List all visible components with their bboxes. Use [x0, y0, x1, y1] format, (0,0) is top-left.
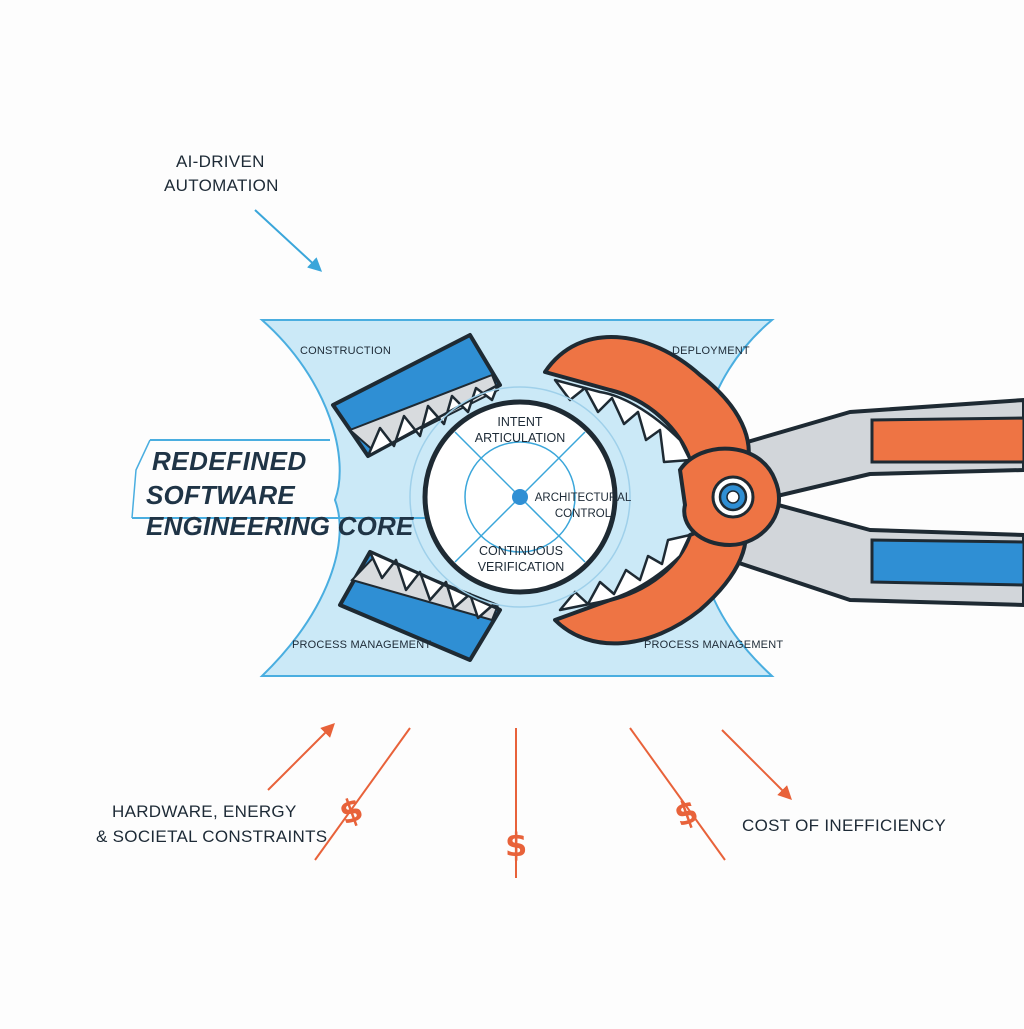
- process-management-left-label: PROCESS MANAGEMENT: [292, 639, 432, 651]
- motion-ring: [409, 386, 631, 608]
- core-title-line1: REDEFINED: [152, 446, 307, 476]
- constraint-arrows: [267, 723, 792, 878]
- pliers-pivot: [677, 446, 781, 548]
- intent-articulation-label: INTENT ARTICULATION: [470, 414, 570, 446]
- construction-label: CONSTRUCTION: [300, 345, 392, 357]
- title-callout-bracket: [131, 439, 151, 519]
- core-disc: [422, 399, 618, 595]
- verif-line1: CONTINUOUS: [478, 544, 564, 558]
- title-callout-line: [132, 439, 440, 519]
- ai-automation-label-line2: AUTOMATION: [164, 176, 279, 195]
- architectural-control-label: ARCHITECTURAL CONTROL: [533, 490, 633, 522]
- process-management-right-label: PROCESS MANAGEMENT: [644, 639, 784, 651]
- dollar-sign-center: $: [505, 826, 528, 864]
- arch-line1: ARCHITECTURAL: [534, 492, 632, 504]
- verif-line2: VERIFICATION: [477, 560, 565, 574]
- constraints-label-line1: HARDWARE, ENERGY: [112, 802, 297, 821]
- arch-line2: CONTROL: [554, 508, 612, 520]
- ai-automation-arrow: [254, 209, 323, 272]
- intent-line2: ARTICULATION: [474, 431, 566, 445]
- core-title: REDEFINED SOFTWARE ENGINEERING CORE: [132, 440, 462, 541]
- cost-of-inefficiency-label: COST OF INEFFICIENCY: [742, 816, 947, 835]
- pliers-handle: [718, 398, 1024, 607]
- constraints-label-line2: & SOCIETAL CONSTRAINTS: [96, 827, 328, 846]
- continuous-verification-label: CONTINUOUS VERIFICATION: [466, 543, 576, 575]
- orange-jaw-bottom: [553, 513, 748, 646]
- ai-automation-label-line1: AI-DRIVEN: [176, 152, 265, 171]
- blue-jaw-bottom: [338, 550, 502, 662]
- intent-line1: INTENT: [497, 415, 543, 429]
- orange-jaw-top: [543, 334, 751, 482]
- core-title-line2: SOFTWARE ENGINEERING CORE: [146, 480, 414, 541]
- deployment-label: DEPLOYMENT: [672, 345, 750, 357]
- blue-jaw-top: [331, 333, 502, 458]
